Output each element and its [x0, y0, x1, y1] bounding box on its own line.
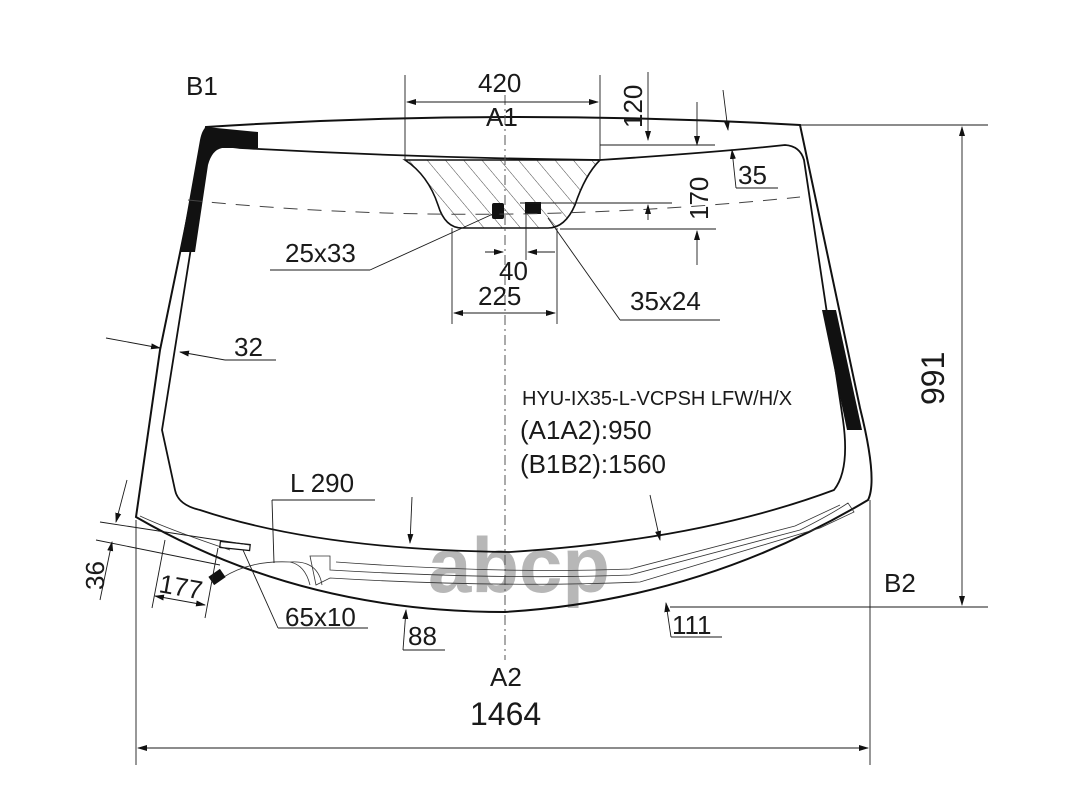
dim-top-band: 35	[738, 160, 767, 190]
dim-connector-size: 65x10	[285, 602, 356, 632]
watermark-logo: abcp	[428, 521, 610, 609]
bottom-band-line	[139, 515, 231, 551]
heater-strip	[309, 502, 855, 586]
heater-wire	[221, 561, 323, 586]
dim-overall-height: 991	[915, 352, 951, 405]
glass-outer-outline	[134, 115, 873, 614]
heater-strip-inner	[335, 504, 841, 571]
label-b2: B2	[884, 568, 916, 598]
part-code: HYU-IX35-L-VCPSH LFW/H/X	[522, 388, 792, 410]
diagonal-a1a2: (A1A2):950	[520, 415, 652, 445]
dim-connector-distance: 177	[157, 568, 205, 605]
mirror-pad	[492, 203, 504, 219]
sensor-pad	[525, 202, 541, 214]
glass-inner-outline	[161, 144, 847, 553]
label-a2: A2	[490, 662, 522, 692]
dim-overall-width: 1464	[470, 696, 541, 732]
dim-bottom-left-offset: 36	[80, 561, 110, 590]
wire-connector	[208, 568, 226, 586]
ceramic-band-right	[822, 310, 862, 430]
dim-sensor-height: 170	[684, 177, 714, 220]
dim-top-offset: 120	[618, 85, 648, 128]
label-a1: A1	[486, 102, 518, 132]
dim-sensor-base-width: 225	[478, 281, 521, 311]
sensor-hatched-area	[402, 159, 602, 229]
dim-pad-spacing: 40	[499, 256, 528, 286]
dim-bottom-right: 111	[672, 610, 712, 640]
diagonal-b1b2: (B1B2):1560	[520, 449, 666, 479]
dim-sensor-area-width: 420	[478, 68, 521, 98]
dim-bottom-center: 88	[408, 621, 437, 651]
dim-sensor-pad: 35x24	[630, 286, 701, 316]
ceramic-band-top-left	[180, 127, 258, 252]
dim-side-band: 32	[234, 332, 263, 362]
dim-mirror-pad: 25x33	[285, 238, 356, 268]
label-b1: B1	[186, 71, 218, 101]
dim-heater-wire-length: L 290	[290, 468, 354, 498]
wiper-area-dashed-line	[187, 196, 801, 215]
